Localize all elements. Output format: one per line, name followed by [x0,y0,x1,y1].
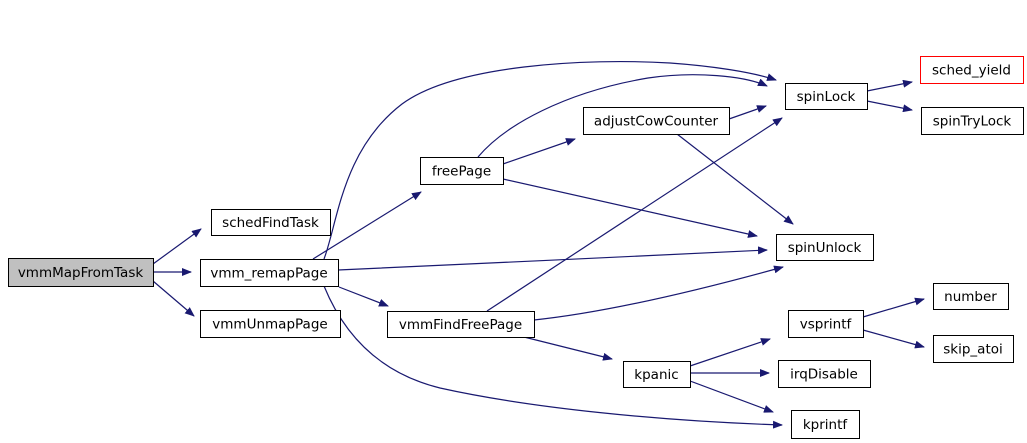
node-label-vmm_remapPage: vmm_remapPage [210,266,327,282]
node-skip_atoi[interactable]: skip_atoi [933,335,1014,363]
edge-vsprintf-to-skip_atoi [862,329,925,349]
node-label-kprintf: kprintf [803,417,849,433]
node-label-number: number [944,289,997,305]
edge-vmmMapFromTask-to-schedFindTask [152,228,202,265]
node-box-vsprintf[interactable] [788,310,864,338]
node-box-vmmMapFromTask [8,258,154,287]
node-label-schedFindTask: schedFindTask [222,215,319,231]
node-box-sched_yield[interactable] [920,56,1024,84]
edge-kpanic-to-vsprintf [689,338,771,367]
edge-vmm_remapPage-to-vmmFindFreePage [338,286,389,307]
edge-vsprintf-to-number [862,297,925,318]
node-vmmMapFromTask: vmmMapFromTask [8,258,154,287]
node-vsprintf[interactable]: vsprintf [788,310,864,338]
node-box-schedFindTask[interactable] [211,209,331,236]
node-schedFindTask[interactable]: schedFindTask [211,209,331,236]
node-label-vmmMapFromTask: vmmMapFromTask [18,265,144,281]
node-kpanic[interactable]: kpanic [623,361,691,388]
node-box-vmmUnmapPage[interactable] [200,310,341,338]
node-vmm_remapPage[interactable]: vmm_remapPage [200,259,339,287]
edge-adjustCowCounter-to-spinLock [728,105,767,120]
node-label-spinLock: spinLock [797,89,856,105]
node-box-number[interactable] [933,283,1009,310]
edge-vmm_remapPage-to-freePage [312,191,422,260]
node-box-vmm_remapPage[interactable] [200,259,339,287]
edge-vmmFindFreePage-to-kpanic [523,336,613,361]
edge-vmmFindFreePage-to-spinUnlock [533,265,784,321]
node-label-spinUnlock: spinUnlock [788,240,862,256]
node-box-skip_atoi[interactable] [933,335,1014,363]
edge-vmmFindFreePage-to-spinLock [486,117,783,312]
node-spinLock[interactable]: spinLock [785,83,868,110]
node-box-vmmFindFreePage[interactable] [387,311,535,338]
edge-vmm_remapPage-to-spinLock [323,60,777,260]
node-label-vmmUnmapPage: vmmUnmapPage [212,317,327,333]
node-vmmUnmapPage[interactable]: vmmUnmapPage [200,310,341,338]
node-vmmFindFreePage[interactable]: vmmFindFreePage [387,311,535,338]
node-label-adjustCowCounter: adjustCowCounter [594,114,719,130]
node-label-vmmFindFreePage: vmmFindFreePage [399,317,522,333]
node-box-irqDisable[interactable] [778,360,871,388]
node-box-kprintf[interactable] [791,410,860,439]
edge-adjustCowCounter-to-spinUnlock [676,133,794,225]
node-kprintf[interactable]: kprintf [791,410,860,439]
node-label-vsprintf: vsprintf [800,317,853,333]
node-irqDisable[interactable]: irqDisable [778,360,871,388]
edge-vmmMapFromTask-to-vmmUnmapPage [152,280,195,317]
edge-freePage-to-adjustCowCounter [502,138,576,165]
edge-vmm_remapPage-to-spinUnlock [337,246,768,271]
node-box-spinTryLock[interactable] [921,107,1024,135]
edge-spinLock-to-sched_yield [866,79,913,92]
edge-freePage-to-spinLock [477,74,768,158]
node-label-freePage: freePage [432,164,491,180]
node-box-freePage[interactable] [420,157,504,185]
node-adjustCowCounter[interactable]: adjustCowCounter [583,107,730,135]
node-label-skip_atoi: skip_atoi [943,342,1003,358]
edge-spinLock-to-spinTryLock [866,100,913,113]
node-box-kpanic[interactable] [623,361,691,388]
node-label-sched_yield: sched_yield [932,63,1011,79]
node-spinUnlock[interactable]: spinUnlock [776,234,874,261]
node-label-spinTryLock: spinTryLock [933,114,1012,130]
node-box-spinUnlock[interactable] [776,234,874,261]
node-number[interactable]: number [933,283,1009,310]
node-label-kpanic: kpanic [634,367,678,383]
edge-vmm_remapPage-to-kprintf [323,285,783,429]
node-spinTryLock[interactable]: spinTryLock [921,107,1024,135]
node-box-spinLock[interactable] [785,83,868,110]
node-label-irqDisable: irqDisable [790,367,858,383]
node-sched_yield[interactable]: sched_yield [920,56,1024,84]
edge-kpanic-to-kprintf [689,380,774,413]
node-freePage[interactable]: freePage [420,157,504,185]
node-box-adjustCowCounter[interactable] [583,107,730,135]
edge-freePage-to-spinUnlock [502,178,758,238]
